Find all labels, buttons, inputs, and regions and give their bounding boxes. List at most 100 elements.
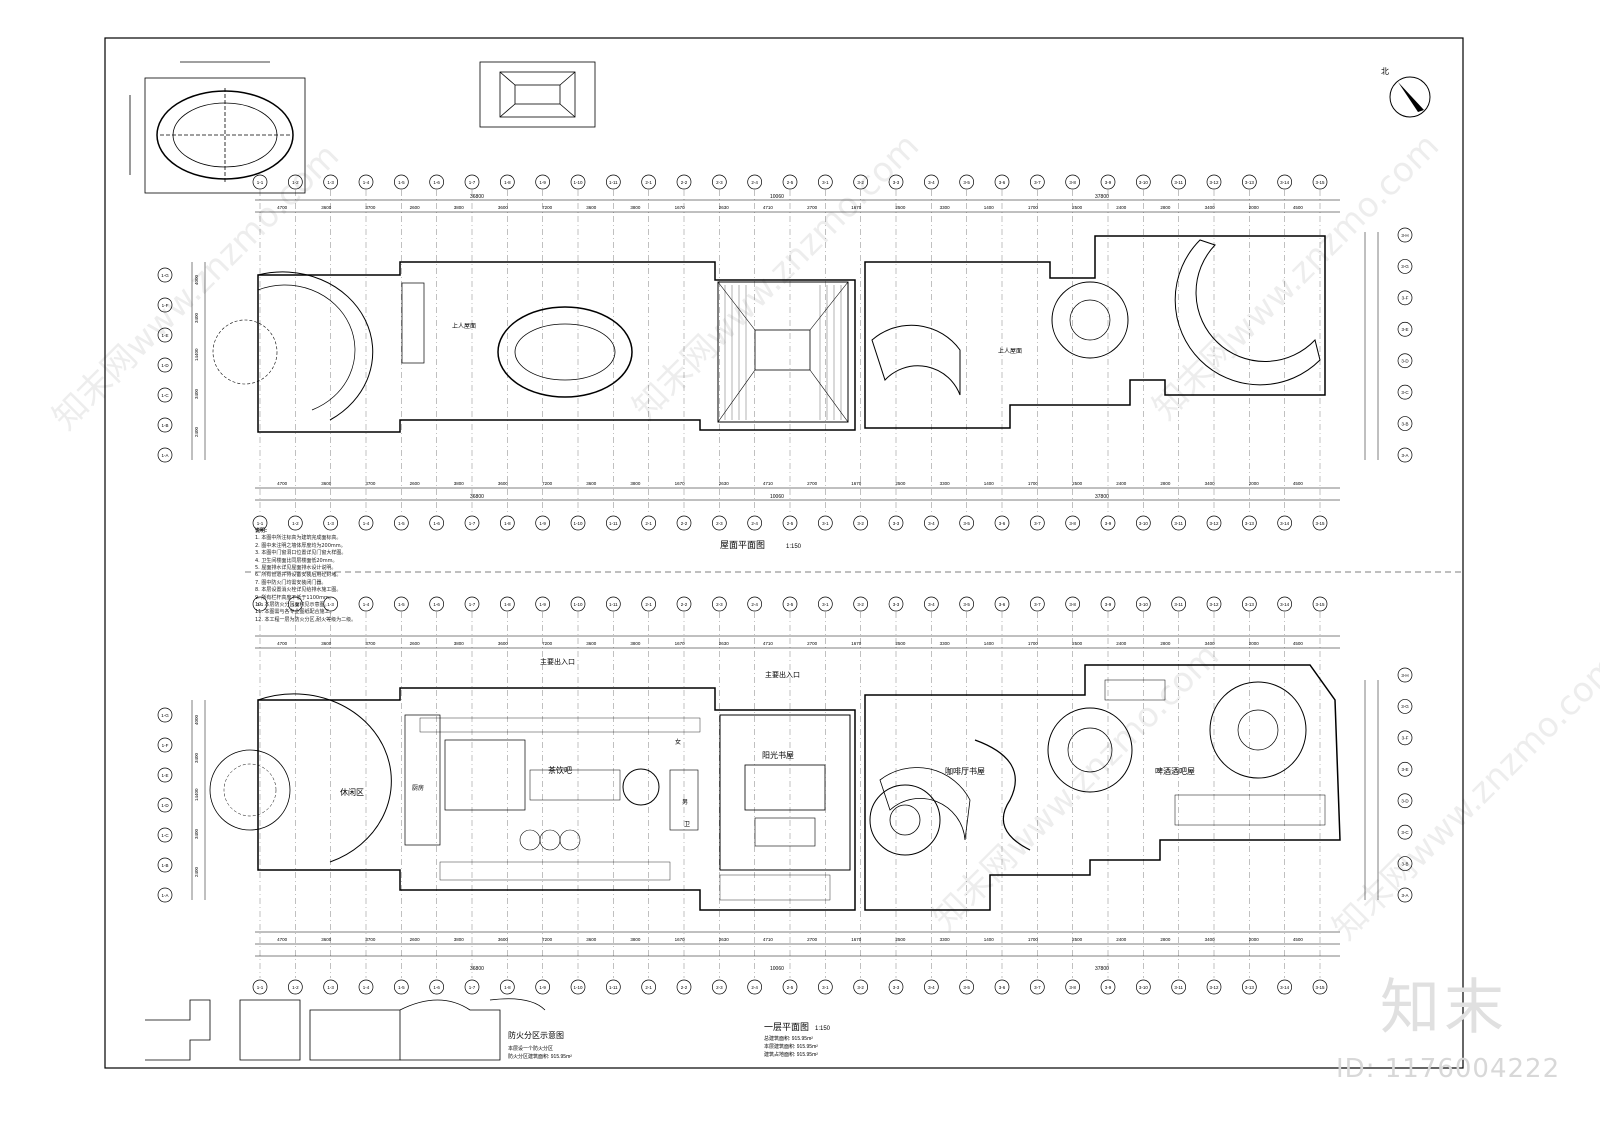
general-notes: 说明: 1. 本图中所注标高为建筑完成面标高。 2. 图中未注明之墙体厚度均为2… [255,528,525,624]
note-line: 4. 卫生间楼面比同层楼面低20mm。 [255,557,338,564]
axis-bubble: 1-1 [252,515,268,531]
room-beer-bar: 啤酒酒吧屋 [1155,766,1195,776]
axis-bubble: 3-1 [817,174,833,190]
skylight-detail [479,61,596,128]
axis-bubble-label: 1-1 [257,985,264,990]
axis-bubble: 2-2 [676,174,692,190]
axis-bubble: 1-10 [570,979,586,995]
axis-bubble: 1-5 [393,979,409,995]
axis-bubble-left: 1-A [157,887,173,903]
roof-plan-title: 屋面平面图 [720,540,765,550]
dimension-text: 2800 [1160,205,1171,210]
ellipse-detail [129,61,306,194]
axis-bubble-label: 1-9 [539,521,546,526]
dimension-text: 3600 [586,937,597,942]
dimension-text-vertical: 3400 [194,752,199,763]
axis-bubble-label: 1-4 [363,521,370,526]
dimension-text-vertical: 14400 [194,788,199,801]
dimension-text: 1670 [675,641,686,646]
dim-total-4: 36800 [470,494,484,500]
axis-bubble-label: 3-2 [857,180,864,185]
dimension-text: 3400 [1205,481,1216,486]
dimension-text: 3600 [321,481,332,486]
axis-bubble-label: 3-11 [1174,985,1183,990]
axis-bubble: 3-3 [888,596,904,612]
label-roof-access-2: 上人屋面 [998,347,1022,355]
note-line: 3. 本图中门窗洞口位置详见门窗大样图。 [255,550,347,557]
axis-bubble: 3-7 [1029,979,1045,995]
axis-bubble: 3-11 [1171,979,1187,995]
axis-bubble-label: 3-5 [963,180,970,185]
image-id-label: ID: 1176004222 [1336,1054,1561,1084]
dimension-text: 3600 [586,205,597,210]
dimension-text: 2630 [719,205,730,210]
axis-bubble-left: 1-C [157,387,173,403]
dimension-text: 4710 [763,205,774,210]
label-toilet: 卫 [684,821,690,828]
dimension-text: 2600 [410,205,421,210]
axis-bubble: 1-3 [323,174,339,190]
axis-bubble-right: 3-D [1397,793,1413,809]
dimension-text: 3800 [630,481,641,486]
axis-bubble-left: 1-C [157,827,173,843]
axis-bubble-label: 1-10 [573,180,583,185]
dimension-text: 2000 [1249,205,1260,210]
axis-bubble: 2-5 [782,515,798,531]
axis-bubble-label: 3-6 [999,602,1006,607]
axis-bubble-label: 1-7 [469,180,476,185]
axis-bubble-label: 3-4 [928,602,935,607]
dimension-text: 3700 [365,205,376,210]
axis-bubble-right-label: 3-G [1401,264,1409,269]
axis-bubble: 3-10 [1135,596,1151,612]
axis-bubble-label: 1-8 [504,180,511,185]
axis-bubble-label: 3-8 [1069,985,1076,990]
axis-bubble: 3-15 [1312,979,1328,995]
axis-bubble-label: 2-4 [751,521,758,526]
axis-bubble: 1-7 [464,979,480,995]
axis-bubble-label: 3-15 [1315,180,1325,185]
axis-bubble-label: 3-1 [822,602,829,607]
dimension-text-vertical: 2400 [194,426,199,437]
axis-bubble: 3-11 [1171,174,1187,190]
axis-bubble-label: 1-7 [469,602,476,607]
axis-bubble: 2-4 [747,174,763,190]
axis-bubble-right: 3-C [1397,824,1413,840]
axis-bubble-left: 1-B [157,417,173,433]
axis-bubble-label: 3-8 [1069,602,1076,607]
axis-bubble: 1-5 [393,515,409,531]
axis-bubble-label: 3-1 [822,521,829,526]
axis-bubble: 2-1 [641,979,657,995]
fire-zone-title: 防火分区示意图 [508,1030,564,1040]
axis-bubble: 2-4 [747,515,763,531]
axis-bubble: 3-15 [1312,515,1328,531]
axis-bubble: 3-14 [1277,596,1293,612]
axis-bubble-left-label: 1-C [161,393,169,398]
dimension-text: 3800 [454,937,465,942]
dimension-text: 3600 [321,641,332,646]
axis-bubble-label: 2-2 [681,180,688,185]
dimension-text: 1670 [851,205,862,210]
dimension-text: 1670 [851,641,862,646]
axis-bubble-label: 3-6 [999,985,1006,990]
axis-bubble-label: 2-4 [751,180,758,185]
area-note-3: 建筑占地面积: 915.95m² [764,1051,818,1058]
axis-bubble: 1-7 [464,515,480,531]
axis-bubble: 3-6 [994,979,1010,995]
axis-bubble: 1-10 [570,515,586,531]
dimension-text: 3700 [365,641,376,646]
axis-bubble: 1-8 [499,174,515,190]
axis-bubble-label: 3-4 [928,180,935,185]
dimension-text: 3700 [365,481,376,486]
axis-bubble: 3-9 [1100,174,1116,190]
axis-bubble: 3-2 [853,515,869,531]
dimension-text: 3300 [940,205,951,210]
axis-bubble-right-label: 3-C [1401,830,1409,835]
axis-bubble-label: 1-10 [573,985,583,990]
axis-bubble-label: 3-3 [893,602,900,607]
axis-bubble-left: 1-D [157,357,173,373]
axis-bubble: 1-11 [605,979,621,995]
axis-bubble-label: 1-8 [504,602,511,607]
axis-bubble-label: 3-4 [928,521,935,526]
axis-bubble: 2-4 [747,979,763,995]
dimension-text: 1400 [984,937,995,942]
